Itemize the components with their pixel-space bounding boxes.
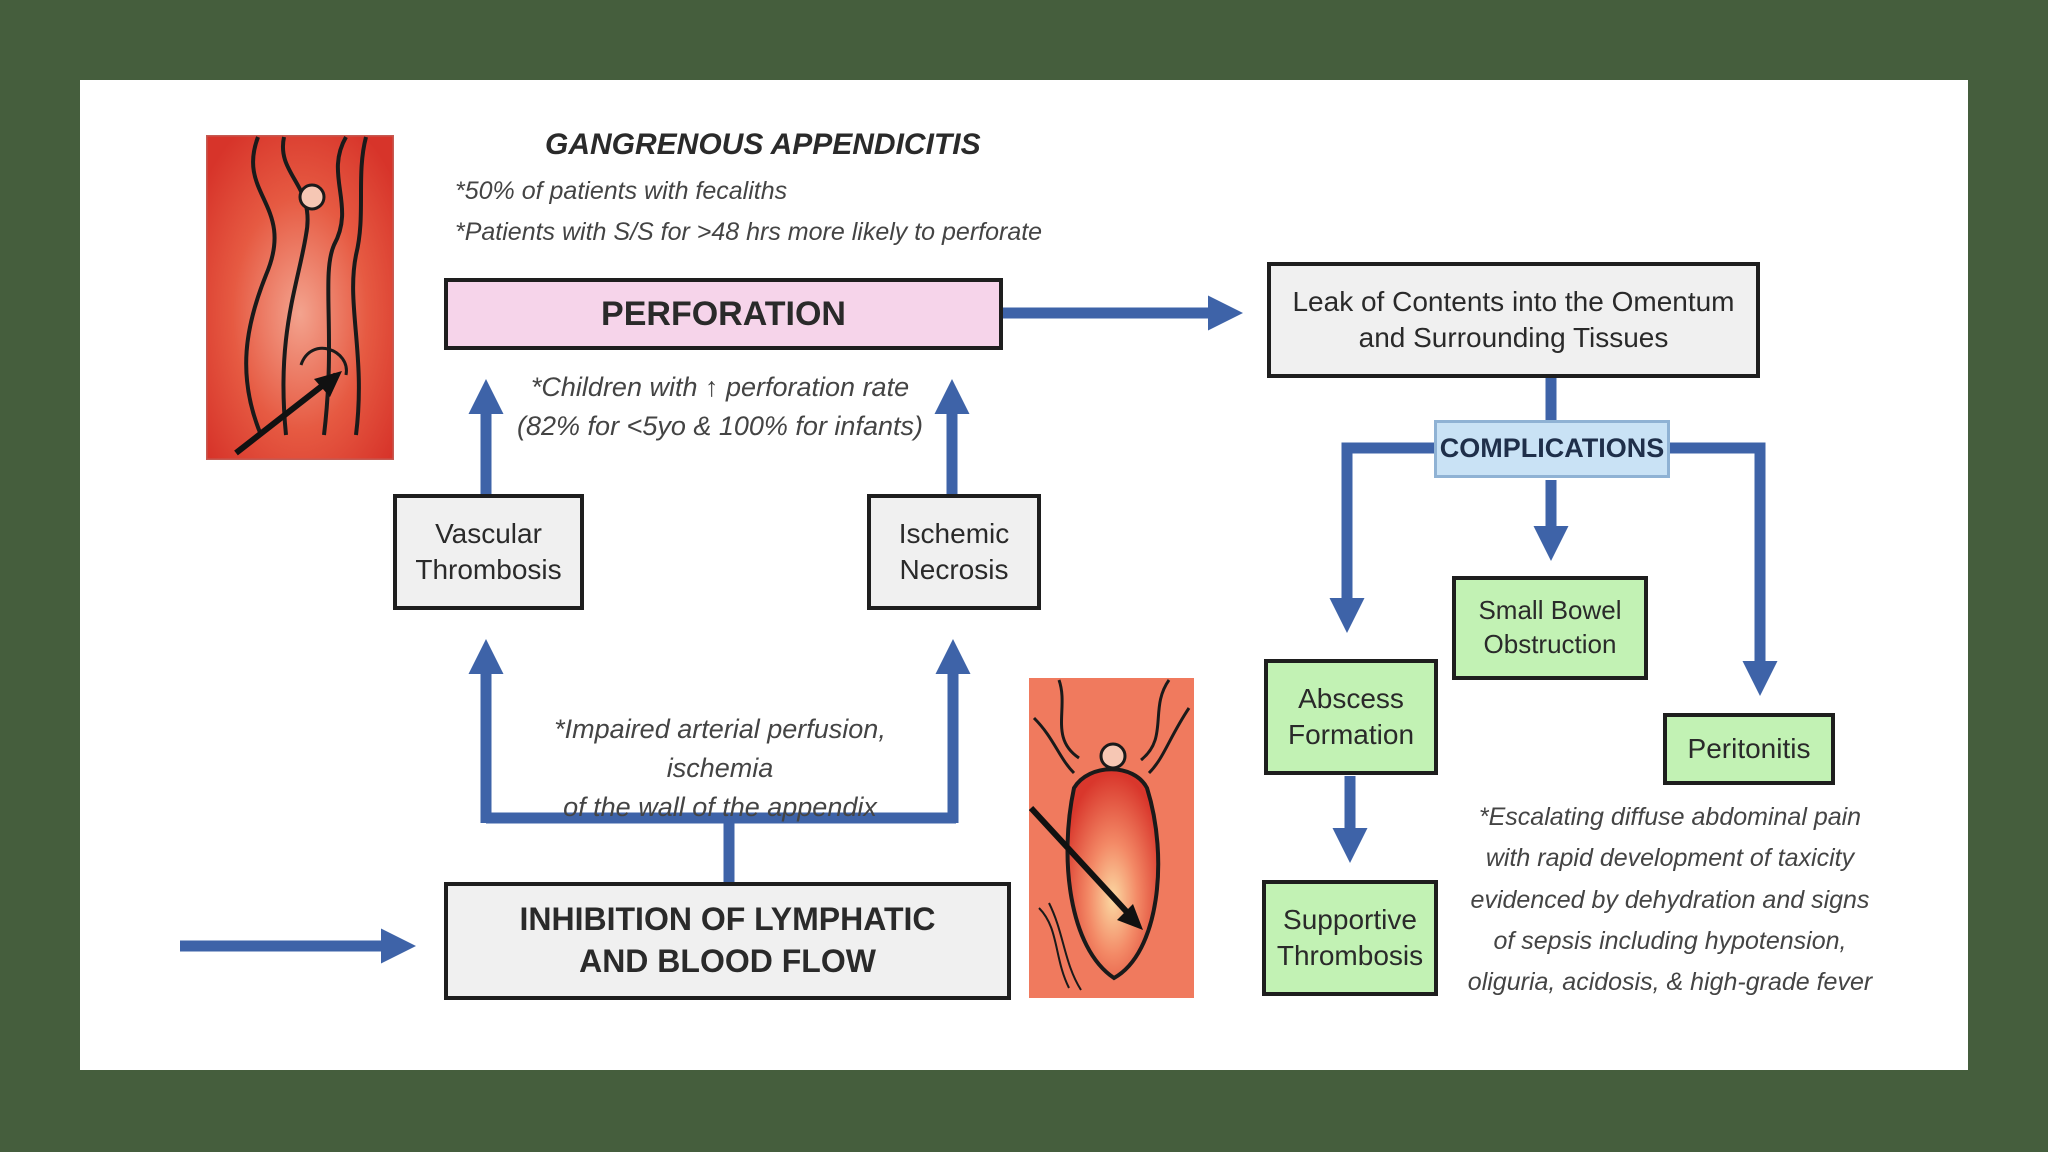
appendix-illustration-top	[206, 135, 394, 460]
note-peritonitis-line5: oliguria, acidosis, & high-grade fever	[1467, 968, 1873, 996]
node-sbo-line2: Obstruction	[1483, 629, 1617, 659]
node-perforation-label: PERFORATION	[601, 294, 846, 333]
node-vascular-line2: Thrombosis	[415, 554, 562, 585]
node-vascular-line1: Vascular	[435, 517, 542, 549]
diagram-title: GANGRENOUS APPENDICITIS	[545, 128, 981, 161]
note-perfusion-line2: of the wall of the appendix	[563, 792, 877, 823]
node-abscess-line1: Abscess	[1298, 682, 1404, 714]
node-complications: COMPLICATIONS	[1434, 420, 1670, 478]
node-supportive-line2: Thrombosis	[1276, 940, 1424, 971]
node-abscess-line2: Formation	[1287, 719, 1415, 750]
note-fecaliths: *50% of patients with fecaliths	[455, 177, 788, 205]
arrow-to-peritonitis	[1670, 442, 1778, 696]
node-leak-line2: and Surrounding Tissues	[1358, 322, 1669, 353]
note-perforate-48hrs: *Patients with S/S for >48 hrs more like…	[455, 218, 1043, 246]
node-abscess-formation: Abscess Formation	[1264, 659, 1438, 775]
note-peritonitis-line2: with rapid development of taxicity	[1485, 844, 1855, 873]
node-vascular-thrombosis: Vascular Thrombosis	[393, 494, 584, 610]
node-leak-contents: Leak of Contents into the Omentum and Su…	[1267, 262, 1760, 378]
note-peritonitis-symptoms: *Escalating diffuse abdominal pain with …	[1455, 797, 1885, 1003]
node-ischemic-necrosis: Ischemic Necrosis	[867, 494, 1041, 610]
node-inhibition-line1: INHIBITION OF LYMPHATIC	[519, 901, 936, 938]
note-children-line2: (82% for <5yo & 100% for infants)	[517, 411, 923, 442]
note-impaired-perfusion: *Impaired arterial perfusion, ischemia o…	[500, 710, 940, 827]
note-peritonitis-line4: of sepsis including hypotension,	[1493, 926, 1847, 955]
note-peritonitis-line1: *Escalating diffuse abdominal pain	[1478, 803, 1862, 831]
note-perfusion-line1: *Impaired arterial perfusion, ischemia	[554, 714, 886, 784]
note-peritonitis-line3: evidenced by dehydration and signs	[1470, 885, 1870, 914]
node-small-bowel-obstruction: Small Bowel Obstruction	[1452, 576, 1648, 680]
node-perforation: PERFORATION	[444, 278, 1003, 350]
node-ischemic-line2: Necrosis	[899, 554, 1009, 585]
node-inhibition-flow: INHIBITION OF LYMPHATIC AND BLOOD FLOW	[444, 882, 1011, 1000]
node-leak-line1: Leak of Contents into the Omentum	[1292, 285, 1735, 317]
arrow-inhibition-split	[486, 812, 956, 882]
arrow-to-abscess	[1329, 442, 1434, 633]
node-inhibition-line2: AND BLOOD FLOW	[579, 943, 876, 979]
appendix-illustration-bottom	[1029, 678, 1194, 998]
node-complications-label: COMPLICATIONS	[1439, 433, 1665, 464]
note-children-line1: *Children with ↑ perforation rate	[530, 372, 910, 402]
node-ischemic-line1: Ischemic	[898, 517, 1010, 549]
node-supportive-line1: Supportive	[1283, 903, 1417, 935]
node-peritonitis: Peritonitis	[1663, 713, 1835, 785]
node-sbo-line1: Small Bowel	[1478, 595, 1622, 626]
node-supportive-thrombosis: Supportive Thrombosis	[1262, 880, 1438, 996]
note-children-perforation: *Children with ↑ perforation rate (82% f…	[500, 368, 940, 446]
node-peritonitis-label: Peritonitis	[1687, 732, 1811, 764]
